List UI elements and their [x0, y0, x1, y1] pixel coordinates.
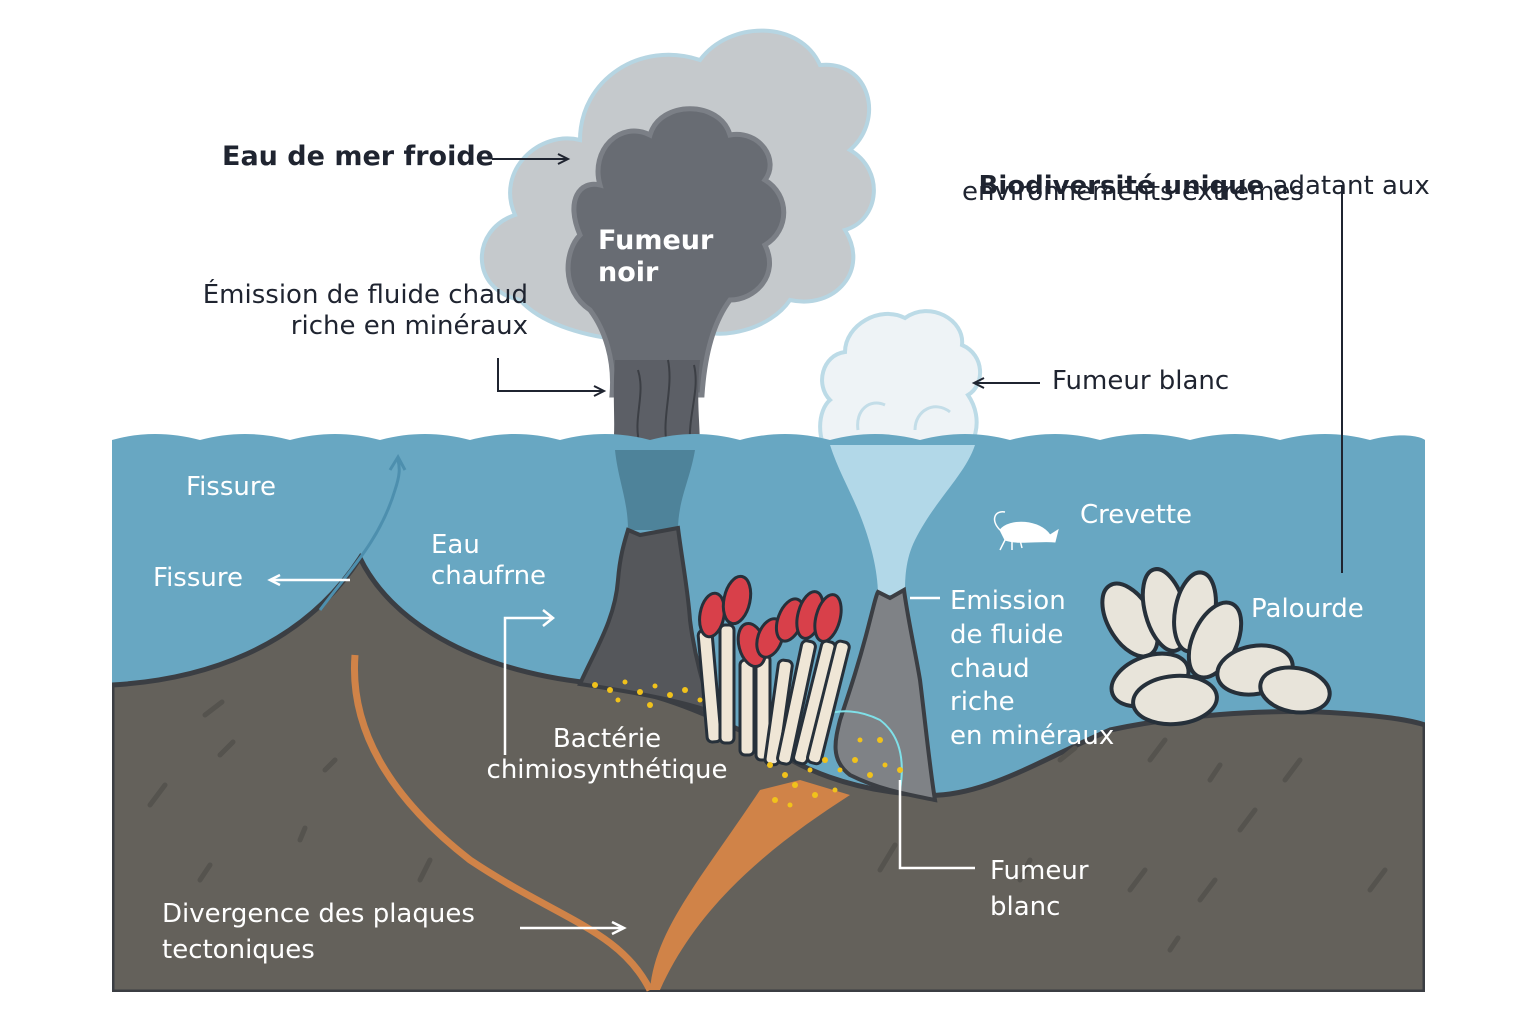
label-heated-water: Eau chaufrne	[431, 530, 547, 592]
label-clam: Palourde	[1251, 594, 1364, 624]
plate-divergence-arrowhead	[611, 920, 627, 936]
shrimp-icon	[993, 511, 1059, 551]
label-white-smoker-bottom: Fumeur blanc	[990, 856, 1089, 923]
label-biodiversity-line2: environnements extrémes	[962, 177, 1304, 207]
label-white-smoker-top: Fumeur blanc	[1052, 366, 1230, 396]
tube-worm-colony	[696, 574, 851, 767]
white-smoker-plume-curls	[856, 401, 951, 431]
label-plate-divergence: Divergence des plaques tectoniques	[162, 899, 475, 966]
white-smoker-top-arrowhead	[971, 377, 985, 389]
label-biodiversity-rest: adatant aux	[1264, 171, 1430, 202]
black-smoker-stem	[613, 360, 700, 450]
label-bacteria: Bactérie chimiosynthétique	[486, 724, 728, 786]
magma-channel-right	[650, 780, 850, 990]
white-smoker-bottom-connector	[898, 780, 975, 870]
rock-texture	[147, 699, 1388, 953]
white-smoker-chimney	[833, 586, 938, 803]
clam-cluster	[1100, 567, 1332, 727]
emission-left-connector	[497, 358, 602, 392]
chemosynthetic-bacteria-dots	[592, 679, 903, 808]
label-fissure-top: Fissure	[186, 472, 276, 502]
white-smoker-underwater-plume	[830, 445, 975, 595]
label-cold-water: Eau de mer froide	[222, 141, 494, 172]
heated-water-connector	[503, 616, 553, 755]
label-shrimp: Crevette	[1080, 500, 1193, 530]
magma-channel-left	[350, 654, 654, 992]
fissure-flow-arrow	[318, 459, 401, 611]
label-emission-left: Émission de fluide chaud riche en minéra…	[202, 280, 528, 342]
label-emission-right: Emission de fluide chaud riche en minéra…	[950, 586, 1115, 752]
cold-water-arrowhead	[557, 153, 571, 165]
black-smoker-inner-plume	[565, 106, 787, 398]
fissure-flow-arrowhead	[388, 453, 407, 471]
label-fissure-arrow: Fissure	[153, 563, 243, 593]
white-smoker-plume	[818, 309, 983, 462]
label-biodiversity-bold: Biodiversité unique	[978, 171, 1265, 202]
label-black-smoker: Fumeur noir	[598, 225, 714, 289]
black-smoker-underwater-stem	[615, 450, 695, 530]
label-biodiversity: Biodiversité unique adatant aux	[962, 140, 1430, 202]
emission-left-arrowhead	[593, 385, 607, 397]
fissure-arrowhead	[267, 573, 281, 587]
black-smoker-chimney	[577, 525, 716, 716]
heated-water-arrowhead	[542, 609, 556, 627]
